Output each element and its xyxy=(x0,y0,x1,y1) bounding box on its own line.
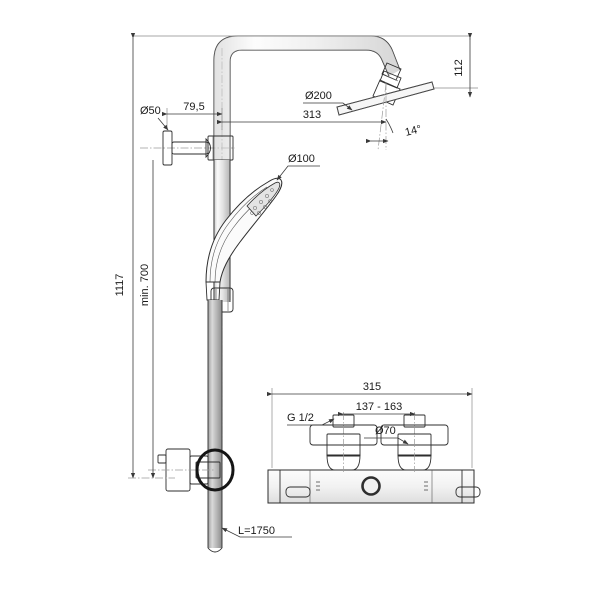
dim-label-14deg: 14° xyxy=(404,123,423,139)
indicator-marks-right xyxy=(424,481,428,491)
leader-dia200 xyxy=(303,102,353,111)
dim-label-dia50: Ø50 xyxy=(140,105,161,117)
dim-label-inlet-centres: 137 - 163 xyxy=(356,401,402,413)
dim-label-1117: 1117 xyxy=(114,274,126,297)
head-shower-joint xyxy=(372,62,402,106)
dim-arc-14deg xyxy=(385,118,394,134)
mixer-handle-right[interactable] xyxy=(455,486,481,498)
indicator-marks-left xyxy=(316,481,320,491)
dim-label-dia70: Ø70 xyxy=(375,425,396,437)
dim-label-hose-length: L=1750 xyxy=(238,525,275,537)
hose-guide-ring xyxy=(195,448,235,492)
elevation-view xyxy=(140,35,435,553)
mixer-end-right xyxy=(461,469,475,504)
dim-label-g-half: G 1/2 xyxy=(287,412,314,424)
leader-hose-length xyxy=(221,527,292,538)
dim-label-315: 315 xyxy=(363,381,381,393)
dim-label-min700: min. 700 xyxy=(139,264,151,306)
elevation-dimensions: 1117 min. 700 79,5 Ø50 313 Ø200 112 14° … xyxy=(114,32,478,538)
dim-label-79-5: 79,5 xyxy=(183,101,204,113)
mixer-detail-dimensions: 315 137 - 163 G 1/2 Ø70 xyxy=(266,381,473,468)
diverter-outlet xyxy=(361,476,381,496)
leader-dia100 xyxy=(276,165,320,181)
mixer-handle-left[interactable] xyxy=(285,486,311,498)
leader-dia50 xyxy=(157,117,169,131)
inlet-left xyxy=(309,412,378,472)
mixer-elevation xyxy=(148,448,235,492)
leader-dia70 xyxy=(364,437,409,445)
dim-label-112: 112 xyxy=(453,59,465,77)
dim-label-313: 313 xyxy=(303,109,321,121)
hand-shower xyxy=(205,177,283,301)
shower-hose xyxy=(207,300,223,553)
mixer-end-left xyxy=(267,469,281,504)
dim-label-dia100: Ø100 xyxy=(288,153,315,165)
mixer-detail-view xyxy=(267,412,481,504)
dim-label-dia200: Ø200 xyxy=(305,90,332,102)
leader-g-half xyxy=(287,418,335,426)
spray-face-nozzles xyxy=(250,188,274,215)
